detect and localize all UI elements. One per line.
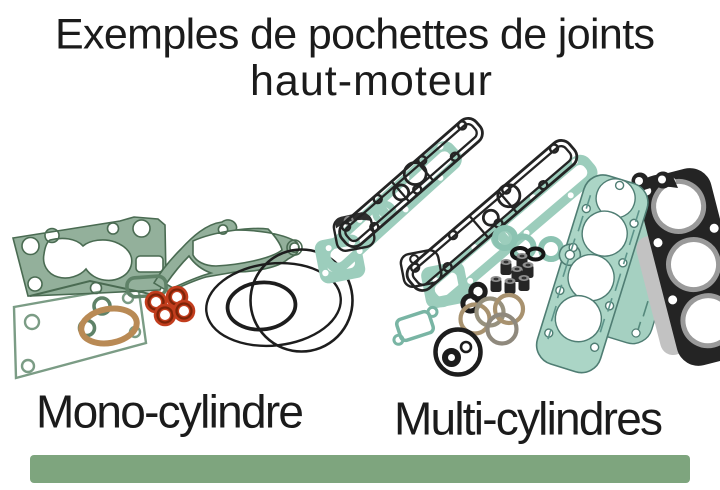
svg-text:Exemples de pochettes de joint: Exemples de pochettes de joints xyxy=(55,11,655,59)
svg-text:Mono-cylindre: Mono-cylindre xyxy=(36,386,304,438)
svg-text:haut-moteur: haut-moteur xyxy=(250,57,492,105)
svg-text:Multi-cylindres: Multi-cylindres xyxy=(394,393,663,445)
